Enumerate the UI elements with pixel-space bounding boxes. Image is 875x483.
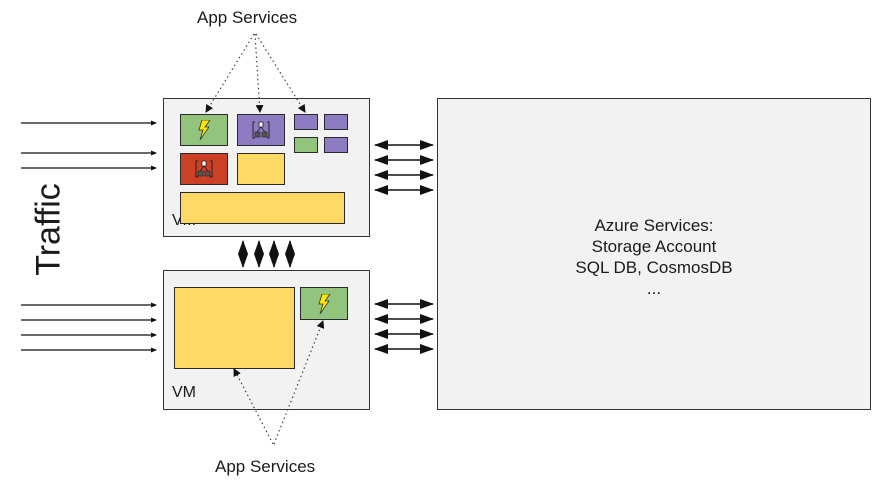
app-service-logic-tile-red[interactable]: [180, 153, 228, 185]
app-service-wide-tile[interactable]: [180, 192, 345, 224]
azure-service-databases: SQL DB, CosmosDB: [575, 258, 733, 277]
app-services-label-top: App Services: [197, 8, 298, 27]
vm-top: VM: [163, 98, 370, 237]
app-services-label-bottom: App Services: [215, 457, 316, 476]
azure-services-text: Azure Services: Storage Account SQL DB, …: [438, 215, 870, 299]
azure-services-panel: Azure Services: Storage Account SQL DB, …: [437, 98, 871, 410]
workflow-icon: [252, 121, 270, 139]
app-service-small-tile-3[interactable]: [294, 137, 318, 153]
app-service-function-tile[interactable]: [300, 287, 348, 320]
workflow-icon: [195, 160, 213, 178]
lightning-bolt-icon: [198, 120, 211, 140]
app-service-logic-tile[interactable]: [237, 114, 285, 146]
lightning-bolt-icon: [318, 293, 331, 314]
traffic-label: Traffic: [29, 183, 68, 276]
vm-label: VM: [172, 384, 196, 401]
app-service-small-tile-2[interactable]: [324, 114, 348, 130]
app-service-function-tile[interactable]: [180, 114, 228, 146]
app-service-small-tile-4[interactable]: [324, 137, 348, 153]
vm-bottom: VM: [163, 270, 370, 410]
app-service-small-tile-1[interactable]: [294, 114, 318, 130]
azure-service-storage: Storage Account: [591, 237, 717, 256]
azure-services-title: Azure Services:: [594, 216, 714, 235]
azure-services-ellipsis: ...: [646, 279, 662, 298]
app-service-large-tile[interactable]: [174, 287, 295, 369]
app-service-yellow-tile[interactable]: [237, 153, 285, 185]
